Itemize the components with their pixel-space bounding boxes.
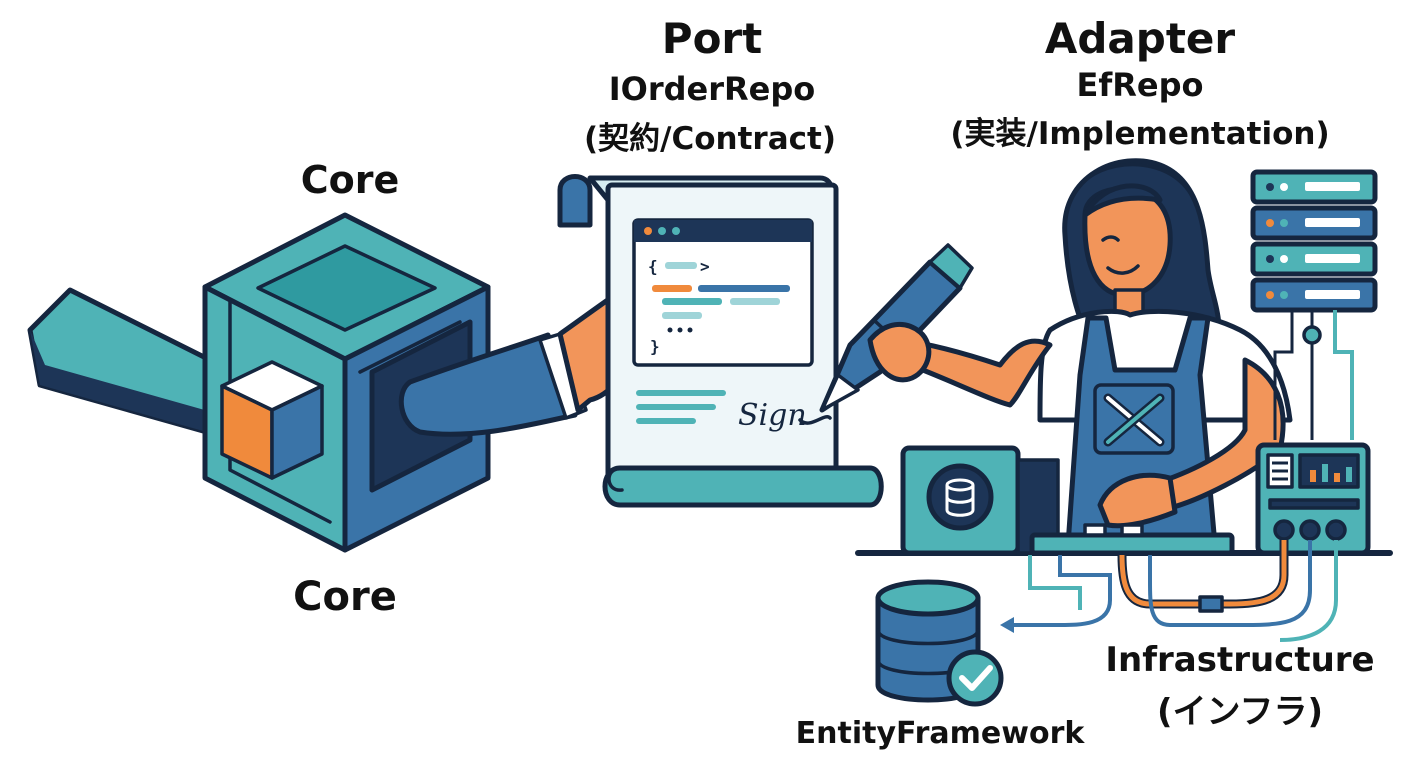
signature: Sign xyxy=(738,398,807,433)
small-block-right xyxy=(270,384,324,480)
pen-hand xyxy=(867,322,932,383)
code-arrow: > xyxy=(700,257,710,276)
core-arm-sleeve xyxy=(398,332,578,437)
contract-document: { } > Sign xyxy=(557,174,884,508)
document-scroll-bottom xyxy=(602,465,884,508)
infrastructure-subtitle: (インフラ) xyxy=(1156,692,1324,732)
workbench xyxy=(855,442,1393,556)
check-badge xyxy=(946,649,1004,707)
right-arm xyxy=(1157,357,1286,511)
keyboard xyxy=(1029,532,1235,556)
tools-icon xyxy=(1103,393,1165,447)
server-rack xyxy=(1250,169,1378,440)
core-top-label: Core xyxy=(300,158,400,202)
left-arm-dark xyxy=(30,330,240,440)
port-name: IOrderRepo xyxy=(608,70,816,108)
cube-top-inset xyxy=(256,244,437,332)
entity-framework-database xyxy=(875,579,1004,707)
adapter-name: EfRepo xyxy=(1076,66,1204,104)
adapter-role: (実装/Implementation) xyxy=(950,116,1330,152)
infrastructure-title: Infrastructure xyxy=(1105,640,1375,680)
database-label: EntityFramework xyxy=(795,716,1085,751)
db-monitor-icon xyxy=(945,478,975,517)
code-open-brace: { xyxy=(648,257,658,276)
port-title: Port xyxy=(661,14,763,63)
adapter-title: Adapter xyxy=(1044,14,1236,63)
cables xyxy=(1000,540,1338,642)
core-bottom-label: Core xyxy=(293,574,397,620)
check-icon xyxy=(959,665,993,691)
port-role: (契約/Contract) xyxy=(584,121,836,157)
code-close-brace: } xyxy=(650,337,660,356)
